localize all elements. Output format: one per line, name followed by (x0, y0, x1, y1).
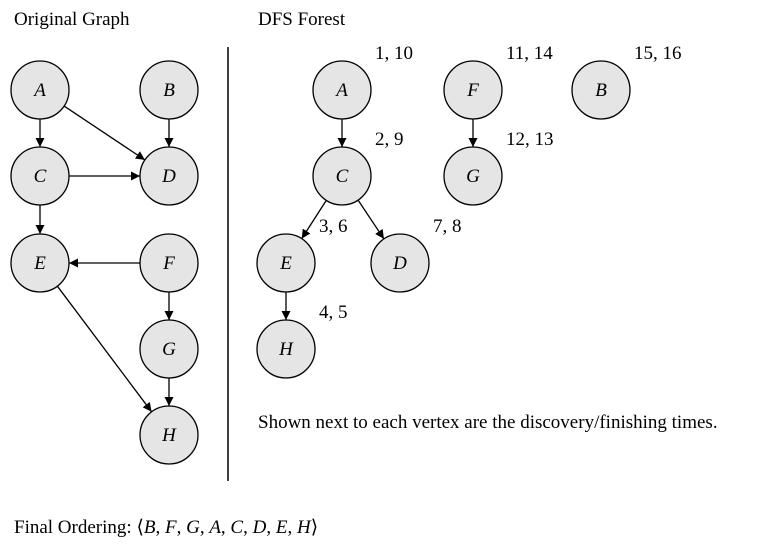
forest-times-b: 15, 16 (634, 43, 682, 64)
forest-times-g: 12, 13 (506, 129, 554, 150)
times-caption: Shown next to each vertex are the discov… (258, 412, 718, 433)
final-ordering-sequence: ⟨B, F, G, A, C, D, E, H⟩ (136, 517, 319, 538)
forest-node-d: D (370, 233, 430, 293)
forest-node-label-c: C (336, 166, 349, 187)
ordering-item: A (209, 517, 221, 538)
orig-node-label-h: H (161, 425, 177, 446)
forest-times-c: 2, 9 (375, 129, 404, 150)
ordering-item: G (186, 517, 200, 538)
forest-node-f: F (443, 60, 503, 120)
orig-node-g: G (139, 319, 199, 379)
orig-node-f: F (139, 233, 199, 293)
orig-node-h: H (139, 405, 199, 465)
ordering-item: F (164, 517, 177, 538)
forest-node-c: C (312, 146, 372, 206)
final-ordering-label: Final Ordering: (14, 517, 132, 538)
forest-node-label-g: G (466, 166, 480, 187)
forest-node-label-b: B (595, 80, 607, 101)
forest-node-b: B (571, 60, 631, 120)
forest-node-e: E (256, 233, 316, 293)
orig-node-d: D (139, 146, 199, 206)
orig-node-label-c: C (34, 166, 47, 187)
forest-times-e: 3, 6 (319, 216, 348, 237)
final-ordering: Final Ordering: ⟨B, F, G, A, C, D, E, H⟩ (14, 516, 318, 539)
forest-times-d: 7, 8 (433, 216, 462, 237)
forest-node-label-e: E (279, 253, 292, 274)
forest-node-label-a: A (334, 80, 348, 101)
orig-node-e: E (10, 233, 70, 293)
ordering-item: B (143, 517, 156, 538)
forest-node-h: H (256, 319, 316, 379)
orig-node-a: A (10, 60, 70, 120)
dfs-forest-title: DFS Forest (258, 9, 346, 30)
orig-node-label-f: F (162, 253, 175, 274)
orig-node-label-e: E (33, 253, 46, 274)
orig-node-b: B (139, 60, 199, 120)
ordering-item: C (230, 517, 244, 538)
forest-edge-c-e (301, 200, 327, 239)
ordering-item: E (275, 517, 288, 538)
forest-node-g: G (443, 146, 503, 206)
orig-node-label-b: B (163, 80, 175, 101)
original-graph-title: Original Graph (14, 9, 130, 30)
forest-node-label-h: H (278, 339, 294, 360)
orig-node-c: C (10, 146, 70, 206)
orig-edge-e-h (56, 285, 153, 413)
forest-edge-c-d (357, 199, 385, 240)
orig-edge-a-d (63, 105, 146, 161)
forest-node-a: A (312, 60, 372, 120)
orig-node-label-g: G (162, 339, 176, 360)
forest-node-label-f: F (466, 80, 479, 101)
forest-times-h: 4, 5 (319, 302, 348, 323)
orig-node-label-d: D (161, 166, 176, 187)
ordering-item: H (296, 517, 311, 538)
forest-times-a: 1, 10 (375, 43, 413, 64)
forest-node-label-d: D (392, 253, 407, 274)
ordering-item: D (252, 517, 267, 538)
forest-times-f: 11, 14 (506, 43, 553, 64)
orig-node-label-a: A (32, 80, 46, 101)
